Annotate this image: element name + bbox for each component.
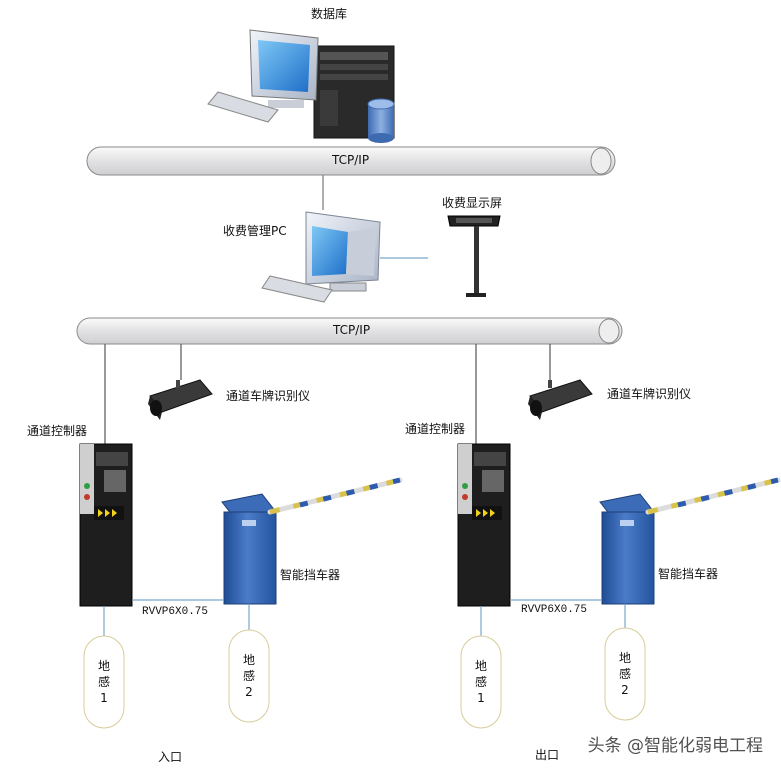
bus-top-label: TCP/IP [332,153,370,167]
controller-right-label: 通道控制器 [405,422,466,436]
loop-left-2-char-3: 2 [245,685,253,699]
loop-right-2-char-2: 感 [618,667,631,681]
loop-right-1-char-3: 1 [477,691,485,705]
loop-left-1-char-1: 地 [97,659,110,673]
toll-display-label: 收费显示屏 [442,196,503,210]
loop-left-2-label: 地 感 2 [229,652,269,700]
tcpip-bus-top [86,146,616,176]
cable-left-label: RVVP6X0.75 [142,606,209,618]
toll-display-icon [447,215,501,297]
watermark: 头条 @智能化弱电工程 [587,736,763,756]
barrier-gate-right-icon [599,477,781,605]
loop-right-1-char-2: 感 [474,675,487,689]
loop-left-2-shape [228,629,270,723]
lpr-camera-right-icon [528,379,593,420]
channel-controller-left-icon [79,443,133,607]
channel-controller-right-icon [457,443,511,607]
loop-right-2-char-1: 地 [618,651,631,665]
barrier-left-label: 智能挡车器 [280,568,341,582]
cable-right-label: RVVP6X0.75 [521,604,588,616]
bus-bottom-label: TCP/IP [333,323,371,337]
loop-right-2-label: 地 感 2 [605,650,645,698]
entrance-label: 入口 [158,750,183,764]
loop-right-1-shape [460,635,502,729]
lpr-camera-left-icon [148,379,213,420]
database-label: 数据库 [311,7,348,21]
exit-label: 出口 [535,748,560,762]
lpr-right-label: 通道车牌识别仪 [607,387,692,401]
loop-right-2-char-3: 2 [621,683,629,697]
loop-right-1-label: 地 感 1 [461,658,501,706]
lpr-left-label: 通道车牌识别仪 [226,389,311,403]
loop-left-2-char-2: 感 [242,669,255,683]
loop-left-2-char-1: 地 [242,653,255,667]
toll-pc-label: 收费管理PC [223,224,287,238]
loop-right-1-char-1: 地 [474,659,487,673]
tcpip-bus-bottom [76,317,623,345]
barrier-right-label: 智能挡车器 [658,567,719,581]
toll-pc-icon [261,211,381,303]
loop-right-2-shape [604,627,646,721]
loop-left-1-char-2: 感 [97,675,110,689]
loop-left-1-label: 地 感 1 [84,658,124,706]
loop-left-1-shape [83,635,125,729]
controller-left-label: 通道控制器 [27,424,88,438]
barrier-gate-left-icon [221,477,403,605]
database-server-icon [207,29,395,143]
loop-left-1-char-3: 1 [100,691,108,705]
